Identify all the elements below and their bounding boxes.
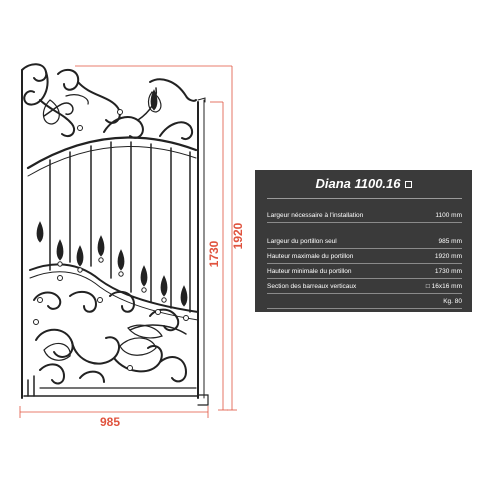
spec-panel: Diana 1100.16 Largeur nécessaire à l'ins… bbox=[255, 170, 472, 312]
spec-value: 985 mm bbox=[438, 238, 462, 245]
spec-row-weight: Kg. 80 bbox=[267, 296, 462, 309]
bar-collars bbox=[33, 109, 189, 371]
title-divider bbox=[267, 198, 462, 199]
min-height-dimension-label: 1730 bbox=[207, 240, 221, 267]
spec-value: 1100 mm bbox=[435, 212, 462, 219]
lower-rail bbox=[29, 263, 199, 313]
spec-value: 1920 mm bbox=[434, 253, 462, 260]
spec-label: Section des barreaux verticaux bbox=[267, 283, 357, 290]
square-icon bbox=[404, 181, 412, 189]
spec-row-min-height: Hauteur minimale du portillon 1730 mm bbox=[267, 266, 462, 279]
spec-label: Largeur du portillon seul bbox=[267, 238, 337, 245]
model-name: Diana 1100.16 bbox=[315, 176, 401, 191]
spec-label: Hauteur minimale du portillon bbox=[267, 268, 352, 275]
total-height-dimension-label: 1920 bbox=[231, 222, 245, 249]
top-arch bbox=[26, 136, 198, 170]
spec-value: □ 16x16 mm bbox=[425, 283, 462, 290]
spear-tips bbox=[36, 89, 188, 307]
spec-value: Kg. 80 bbox=[443, 298, 462, 305]
spec-row-max-height: Hauteur maximale du portillon 1920 mm bbox=[267, 251, 462, 264]
dimension-lines bbox=[19, 65, 237, 418]
spec-row-gate-width: Largeur du portillon seul 985 mm bbox=[267, 236, 462, 249]
spec-label: Largeur nécessaire à l'installation bbox=[267, 212, 364, 219]
width-dimension-label: 985 bbox=[100, 415, 120, 429]
spec-value: 1730 mm bbox=[434, 268, 462, 275]
spec-label: Hauteur maximale du portillon bbox=[267, 253, 354, 260]
spec-row-installation-width: Largeur nécessaire à l'installation 1100… bbox=[267, 210, 462, 223]
spec-title: Diana 1100.16 bbox=[255, 176, 472, 191]
gate-ironwork bbox=[21, 63, 209, 406]
spec-row-bar-section: Section des barreaux verticaux □ 16x16 m… bbox=[267, 281, 462, 294]
